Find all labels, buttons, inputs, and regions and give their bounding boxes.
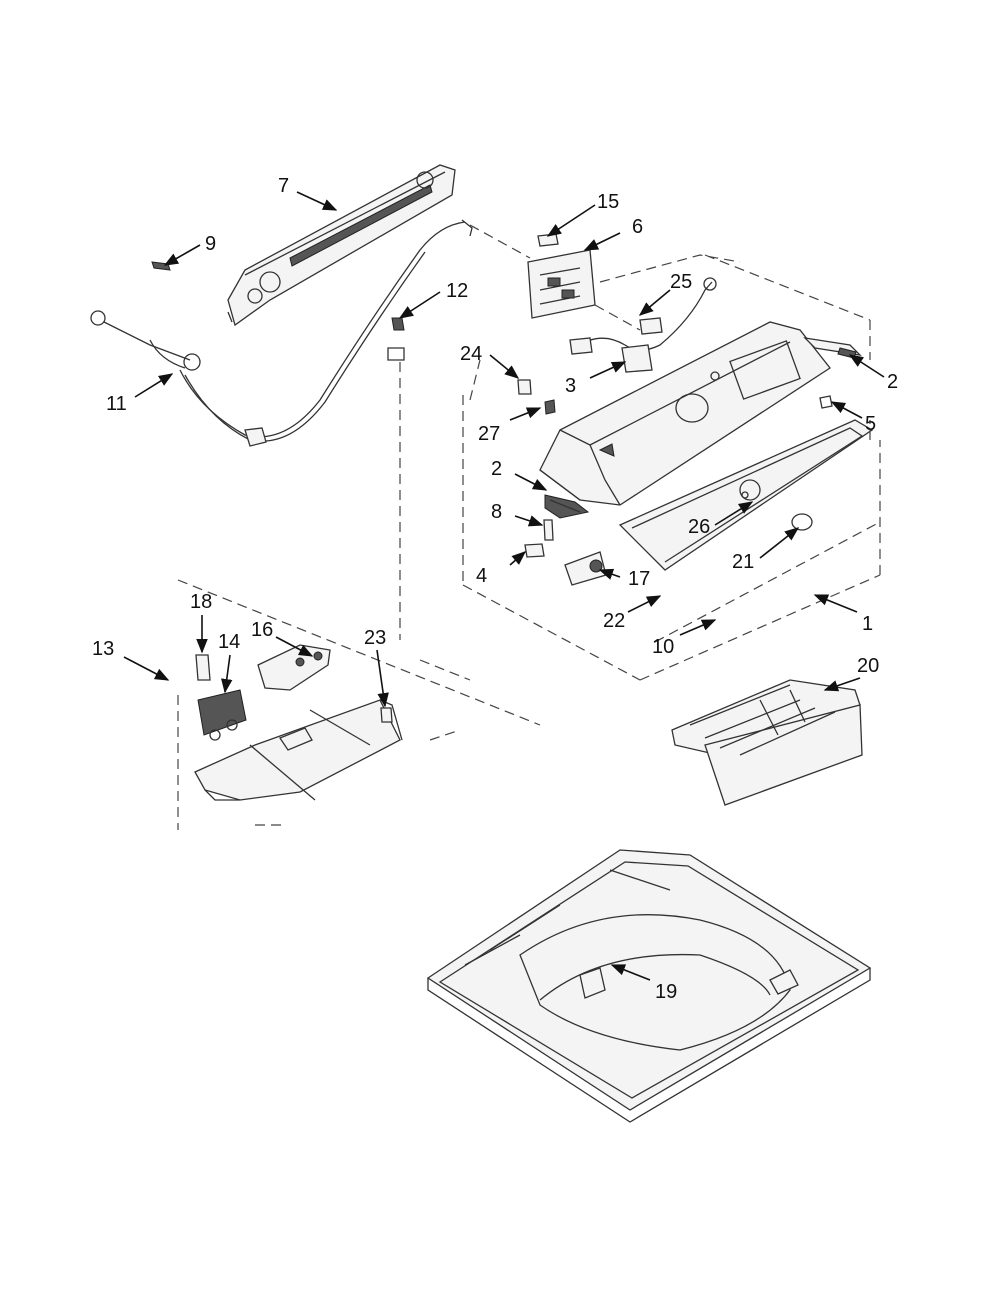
switch-17 [564,551,607,586]
console-panel-top [539,321,831,506]
callout-1: 1 [862,613,873,635]
callout-3: 3 [565,375,576,397]
callout-23: 23 [364,627,386,649]
switch-harness [569,277,717,373]
callout-13: 13 [92,638,114,660]
wire-harness [90,219,473,447]
callout-24: 24 [460,343,482,365]
callout-14: 14 [218,631,240,653]
control-panel-console [227,164,456,327]
callout-2-right: 2 [887,371,898,393]
callout-labels: 7 9 15 6 12 25 24 3 2 5 27 2 8 26 21 4 1… [92,175,898,1003]
callout-5: 5 [865,413,876,435]
callout-16: 16 [251,619,273,641]
callout-20: 20 [857,655,879,677]
callout-18: 18 [190,591,212,613]
callout-6: 6 [632,216,643,238]
callout-2-left: 2 [491,458,502,480]
callout-21: 21 [732,551,754,573]
hinge-2-left [544,494,590,519]
screw-8 [543,519,554,541]
lid-switch-assembly [194,699,403,801]
washer-top-cover [426,849,872,1123]
callout-12: 12 [446,280,468,302]
group-baseline-right [654,521,881,643]
group-outline-right [462,254,881,681]
screw-4 [524,543,545,558]
leader-lines [123,191,885,981]
dispenser-drawer [671,679,863,806]
actuator-14 [197,689,247,741]
callout-9: 9 [205,233,216,255]
callout-10: 10 [652,636,674,658]
group-outline-left [177,579,541,830]
callout-26: 26 [688,516,710,538]
callout-7: 7 [278,175,289,197]
callout-4: 4 [476,565,487,587]
screw-5 [819,395,833,409]
bracket-16 [257,644,331,691]
callout-15: 15 [597,191,619,213]
callout-17: 17 [628,568,650,590]
callout-25: 25 [670,271,692,293]
callout-27: 27 [478,423,500,445]
console-lower-panel [618,419,874,571]
callout-22: 22 [603,610,625,632]
callout-8: 8 [491,501,502,523]
module-guide [469,224,741,331]
control-module-6 [527,249,596,319]
clip-27 [544,399,556,415]
callout-19: 19 [655,981,677,1003]
clip-12 [387,317,405,361]
screw-23 [380,707,393,723]
screw-24 [517,379,532,395]
callout-11: 11 [106,393,127,415]
screw-18 [195,654,211,681]
